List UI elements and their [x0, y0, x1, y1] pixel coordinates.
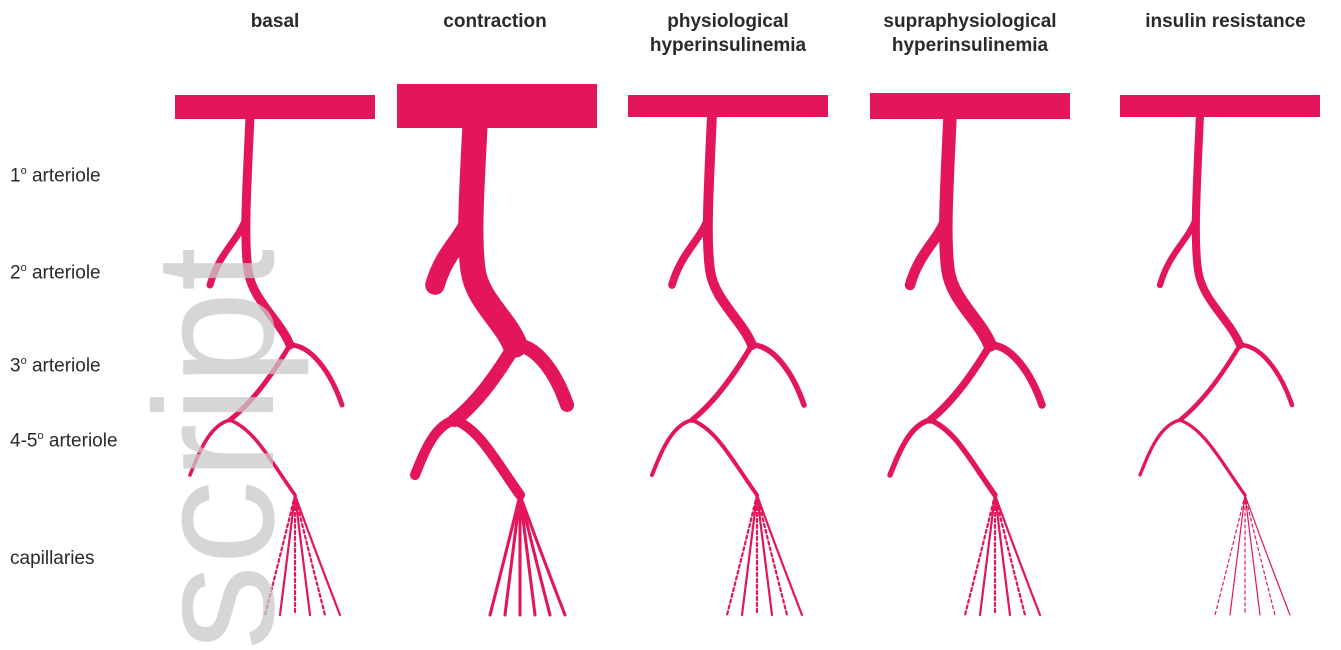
- insulin-resistance-capillary-1: [1215, 495, 1245, 615]
- row-label-3-arteriole: 3o arteriole: [10, 355, 101, 377]
- header-physiological-line-2: hyperinsulinemia: [618, 34, 838, 58]
- row-label-1-number: 1: [10, 165, 21, 186]
- insulin-resistance-capillary-6: [1245, 495, 1290, 615]
- basal-capillary-2: [280, 495, 295, 615]
- insulin-resistance-capillary-5: [1245, 495, 1275, 615]
- row-label-2-arteriole: 2o arteriole: [10, 262, 101, 284]
- header-physiological-line-1: physiological: [618, 10, 838, 34]
- supraphysiological-3rd-arteriole-left: [930, 345, 990, 420]
- insulin-resistance-2nd-arteriole: [1160, 215, 1197, 285]
- contraction-capillary-5: [520, 495, 550, 615]
- header-basal-line-1: basal: [180, 10, 370, 34]
- physiological-3rd-arteriole-left: [692, 345, 752, 420]
- basal-4-5th-arteriole-right: [230, 420, 295, 495]
- supraphysiological-capillary-5: [995, 495, 1025, 615]
- row-label-4-5-arteriole: 4-5o arteriole: [10, 430, 118, 452]
- contraction-4-5th-arteriole-left: [415, 420, 455, 475]
- supraphysiological-capillary-1: [965, 495, 995, 615]
- supraphysiological-4-5th-arteriole-left: [890, 420, 930, 475]
- contraction-3rd-arteriole-left: [455, 345, 515, 420]
- contraction-4-5th-arteriole-right: [455, 420, 520, 495]
- basal-capillary-5: [295, 495, 325, 615]
- row-label-4-5-number: 4-5: [10, 430, 37, 451]
- contraction-capillary-1: [490, 495, 520, 615]
- physiological-4-5th-arteriole-right: [692, 420, 757, 495]
- row-label-capillaries-text: capillaries: [10, 548, 94, 569]
- row-label-1-arteriole: 1o arteriole: [10, 165, 101, 187]
- row-label-3-number: 3: [10, 355, 21, 376]
- row-label-2-number: 2: [10, 262, 21, 283]
- row-label-capillaries: capillaries: [10, 548, 94, 570]
- header-contraction-line-1: contraction: [400, 10, 590, 34]
- header-supraphysiological-hyperinsulinemia: supraphysiological hyperinsulinemia: [855, 10, 1085, 58]
- supraphysiological-1st-arteriole: [946, 117, 990, 345]
- header-physiological-hyperinsulinemia: physiological hyperinsulinemia: [618, 10, 838, 58]
- physiological-feed-artery: [628, 95, 828, 117]
- physiological-3rd-arteriole-right: [752, 345, 804, 405]
- row-label-4-5-text: arteriole: [44, 430, 118, 451]
- contraction-feed-artery: [397, 84, 597, 128]
- basal-3rd-arteriole-right: [290, 345, 342, 405]
- insulin-resistance-4-5th-arteriole-left: [1140, 420, 1180, 475]
- insulin-resistance-3rd-arteriole-right: [1240, 345, 1292, 405]
- insulin-resistance-capillary-4: [1245, 495, 1260, 615]
- supraphysiological-4-5th-arteriole-right: [930, 420, 995, 495]
- header-supraphysiological-line-1: supraphysiological: [855, 10, 1085, 34]
- supraphysiological-capillary-2: [980, 495, 995, 615]
- header-contraction: contraction: [400, 10, 590, 34]
- contraction-capillary-2: [505, 495, 520, 615]
- physiological-capillary-2: [742, 495, 757, 615]
- contraction-1st-arteriole: [471, 126, 515, 345]
- row-label-2-text: arteriole: [27, 262, 101, 283]
- row-label-1-text: arteriole: [27, 165, 101, 186]
- supraphysiological-3rd-arteriole-right: [990, 345, 1042, 405]
- basal-4-5th-arteriole-left: [190, 420, 230, 475]
- header-insulin-resistance: insulin resistance: [1118, 10, 1333, 34]
- basal-2nd-arteriole: [210, 215, 247, 285]
- header-insulin-resistance-line-1: insulin resistance: [1118, 10, 1333, 34]
- header-basal: basal: [180, 10, 370, 34]
- supraphysiological-feed-artery: [870, 93, 1070, 119]
- physiological-capillary-1: [727, 495, 757, 615]
- insulin-resistance-3rd-arteriole-left: [1180, 345, 1240, 420]
- insulin-resistance-1st-arteriole: [1196, 115, 1240, 345]
- basal-1st-arteriole: [246, 117, 290, 345]
- physiological-capillary-5: [757, 495, 787, 615]
- row-label-3-text: arteriole: [27, 355, 101, 376]
- physiological-4-5th-arteriole-left: [652, 420, 692, 475]
- insulin-resistance-4-5th-arteriole-right: [1180, 420, 1245, 495]
- basal-capillary-1: [265, 495, 295, 615]
- insulin-resistance-feed-artery: [1120, 95, 1320, 117]
- basal-3rd-arteriole-left: [230, 345, 290, 420]
- physiological-1st-arteriole: [708, 115, 752, 345]
- header-supraphysiological-line-2: hyperinsulinemia: [855, 34, 1085, 58]
- insulin-resistance-capillary-2: [1230, 495, 1245, 615]
- basal-feed-artery: [175, 95, 375, 119]
